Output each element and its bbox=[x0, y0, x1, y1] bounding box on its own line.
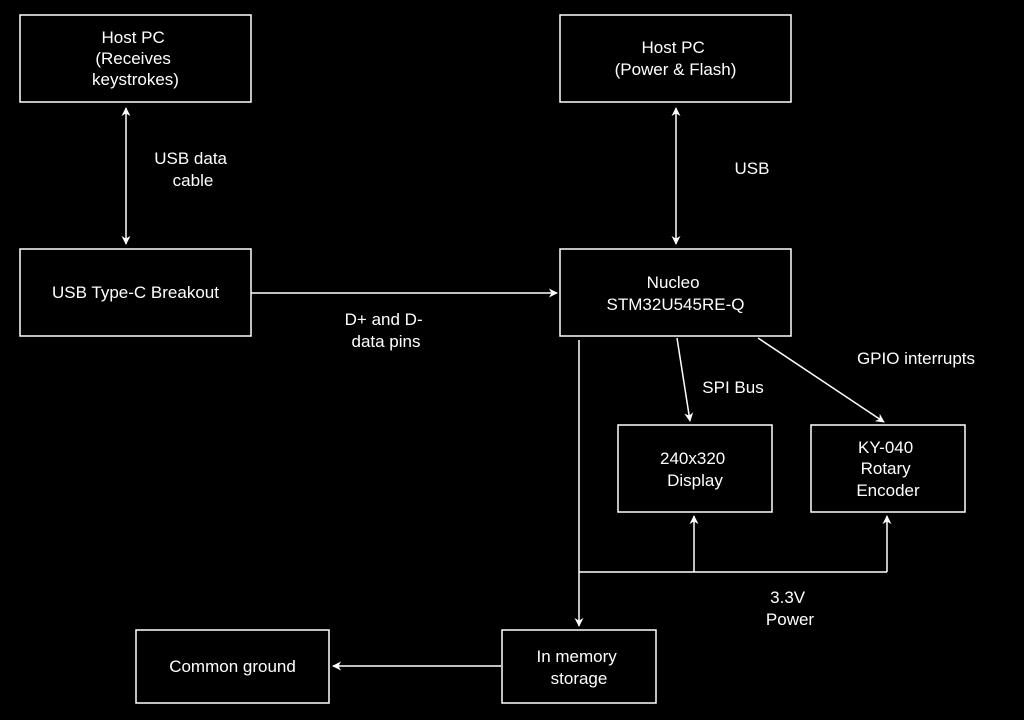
node-common-ground-line-1: Common ground bbox=[169, 657, 296, 676]
edge-usb-label: USB bbox=[735, 159, 770, 178]
node-host-pc-power-box bbox=[559, 14, 792, 103]
node-in-memory-storage-label: In memory storage bbox=[536, 647, 621, 688]
node-in-memory-storage-box bbox=[501, 629, 657, 704]
edge-gpio-line-1: GPIO interrupts bbox=[857, 349, 975, 368]
node-rotary-encoder-line-2: Rotary bbox=[861, 459, 912, 478]
edge-spi-bus-label: SPI Bus bbox=[702, 378, 763, 397]
node-common-ground-box bbox=[135, 629, 330, 704]
node-usb-breakout-label: USB Type-C Breakout bbox=[52, 283, 219, 302]
node-in-memory-storage: In memory storage bbox=[501, 629, 657, 704]
edge-spi-bus-arrow bbox=[676, 337, 694, 422]
node-display-box bbox=[617, 424, 773, 513]
node-host-pc-power-line-2: (Power & Flash) bbox=[615, 60, 737, 79]
node-in-memory-storage-line-2: storage bbox=[551, 669, 608, 688]
node-rotary-encoder: KY-040 Rotary Encoder bbox=[810, 424, 966, 513]
edge-data-pins-label: D+ and D- data pins bbox=[345, 310, 428, 351]
node-host-pc-keystrokes: Host PC (Receives keystrokes) bbox=[19, 14, 252, 103]
node-rotary-encoder-line-1: KY-040 bbox=[858, 438, 913, 457]
node-nucleo-label: Nucleo STM32U545RE-Q bbox=[607, 273, 745, 314]
node-usb-breakout-line-1: USB Type-C Breakout bbox=[52, 283, 219, 302]
node-nucleo: Nucleo STM32U545RE-Q bbox=[559, 248, 792, 337]
node-usb-breakout: USB Type-C Breakout bbox=[19, 248, 252, 337]
node-in-memory-storage-line-1: In memory bbox=[536, 647, 617, 666]
node-common-ground: Common ground bbox=[135, 629, 330, 704]
edge-usb-line-1: USB bbox=[735, 159, 770, 178]
edge-gpio-arrow bbox=[757, 337, 885, 423]
node-host-pc-keystrokes-line-2: (Receives bbox=[95, 49, 171, 68]
node-host-pc-keystrokes-label: Host PC (Receives keystrokes) bbox=[92, 28, 179, 89]
node-nucleo-box bbox=[559, 248, 792, 337]
node-display: 240x320 Display bbox=[617, 424, 773, 513]
edge-power-line-1: 3.3V bbox=[770, 588, 806, 607]
edge-usb-data-cable-line-2: cable bbox=[173, 171, 214, 190]
node-host-pc-power: Host PC (Power & Flash) bbox=[559, 14, 792, 103]
node-host-pc-keystrokes-line-3: keystrokes) bbox=[92, 70, 179, 89]
edge-usb-data-cable-line-1: USB data bbox=[154, 149, 227, 168]
node-display-line-2: Display bbox=[667, 471, 723, 490]
node-host-pc-keystrokes-line-1: Host PC bbox=[101, 28, 164, 47]
edge-gpio-label: GPIO interrupts bbox=[857, 349, 975, 368]
node-rotary-encoder-line-3: Encoder bbox=[856, 481, 920, 500]
node-nucleo-line-1: Nucleo bbox=[647, 273, 700, 292]
edge-power-line-2: Power bbox=[766, 610, 815, 629]
node-display-line-1: 240x320 bbox=[660, 449, 725, 468]
node-rotary-encoder-label: KY-040 Rotary Encoder bbox=[856, 438, 920, 500]
node-rotary-encoder-box bbox=[810, 424, 966, 513]
node-nucleo-line-2: STM32U545RE-Q bbox=[607, 295, 745, 314]
node-host-pc-power-line-1: Host PC bbox=[641, 38, 704, 57]
edge-spi-bus-line-1: SPI Bus bbox=[702, 378, 763, 397]
node-host-pc-keystrokes-box bbox=[19, 14, 252, 103]
edge-power-label: 3.3V Power bbox=[766, 588, 815, 629]
node-host-pc-power-label: Host PC (Power & Flash) bbox=[615, 38, 737, 79]
edge-data-pins-line-2: data pins bbox=[352, 332, 421, 351]
edge-data-pins-line-1: D+ and D- bbox=[345, 310, 423, 329]
edge-usb-data-cable-label: USB data cable bbox=[154, 149, 232, 190]
node-common-ground-label: Common ground bbox=[169, 657, 296, 676]
node-display-label: 240x320 Display bbox=[660, 449, 730, 490]
